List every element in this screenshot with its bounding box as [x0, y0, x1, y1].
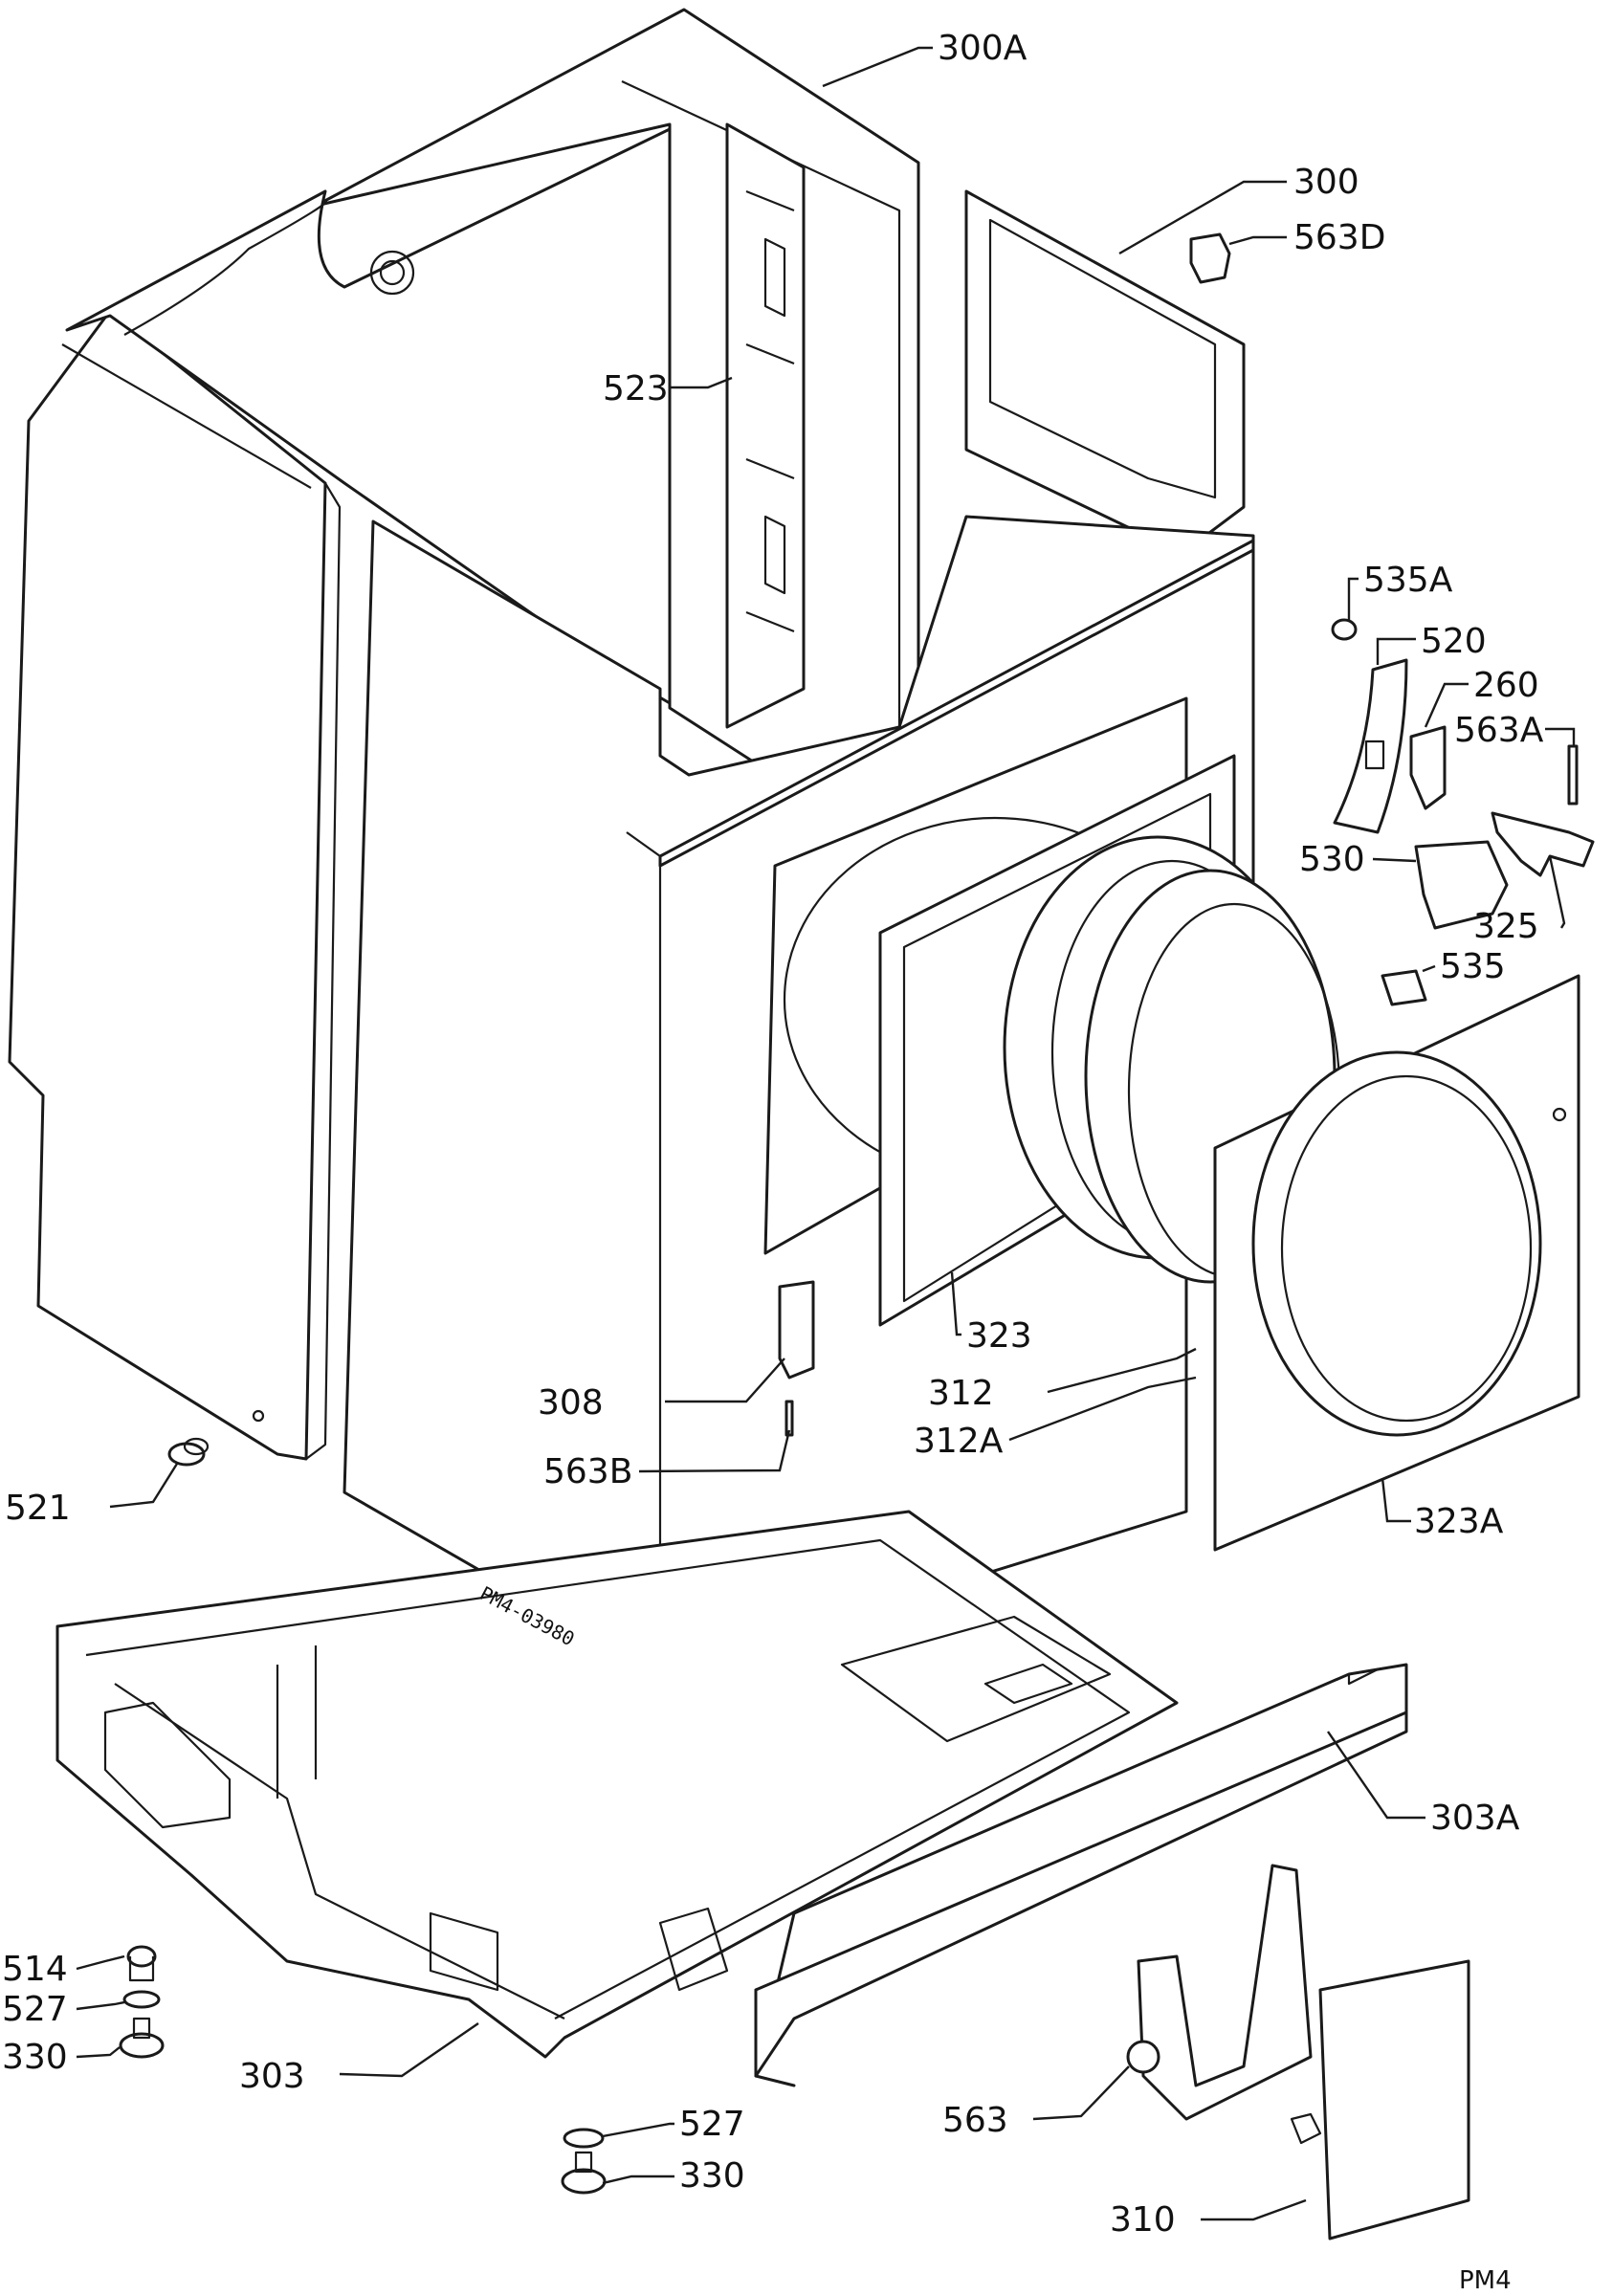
filter-door-310 — [1290, 1959, 1470, 2241]
label-514: 514 — [2, 1950, 68, 1989]
label-527-left: 527 — [2, 1990, 68, 2029]
label-300: 300 — [1293, 163, 1359, 202]
label-303: 303 — [239, 2057, 305, 2096]
label-312A: 312A — [914, 1422, 1004, 1461]
label-300A: 300A — [938, 29, 1027, 68]
label-330-bottom: 330 — [679, 2156, 745, 2196]
foot-hardware-left — [119, 1945, 165, 2059]
corner-code: PM4 — [1459, 2266, 1512, 2295]
label-325: 325 — [1473, 907, 1539, 946]
front-panel-323A — [1213, 974, 1580, 1552]
label-530: 530 — [1299, 840, 1365, 879]
label-310: 310 — [1110, 2200, 1176, 2240]
label-535: 535 — [1440, 947, 1506, 986]
label-563B: 563B — [543, 1452, 632, 1491]
label-563A: 563A — [1454, 711, 1544, 750]
label-312: 312 — [928, 1374, 994, 1413]
leader-lines — [76, 46, 1576, 2221]
part-labels: 300A 300 563D 523 535A 520 260 563A 530 … — [2, 29, 1544, 2240]
label-260: 260 — [1473, 666, 1539, 705]
label-520: 520 — [1421, 622, 1487, 661]
label-527-bottom: 527 — [679, 2105, 745, 2144]
label-308: 308 — [538, 1383, 604, 1423]
label-523: 523 — [603, 369, 669, 408]
label-563: 563 — [942, 2101, 1008, 2140]
label-330-left: 330 — [2, 2038, 68, 2077]
label-535A: 535A — [1363, 561, 1453, 600]
label-323: 323 — [966, 1316, 1032, 1356]
label-521: 521 — [5, 1489, 71, 1528]
bracket-563 — [1126, 1864, 1313, 2121]
left-side-panel — [8, 309, 342, 1461]
label-303A: 303A — [1430, 1799, 1520, 1838]
kickboard-303A — [754, 1663, 1408, 2087]
label-323A: 323A — [1414, 1502, 1504, 1541]
foot-hardware-bottom — [561, 2128, 607, 2195]
base-frame-303 — [55, 1510, 1179, 2059]
label-563D: 563D — [1293, 218, 1385, 257]
small-parts-center — [167, 1280, 815, 1467]
duct-523 — [725, 122, 806, 729]
